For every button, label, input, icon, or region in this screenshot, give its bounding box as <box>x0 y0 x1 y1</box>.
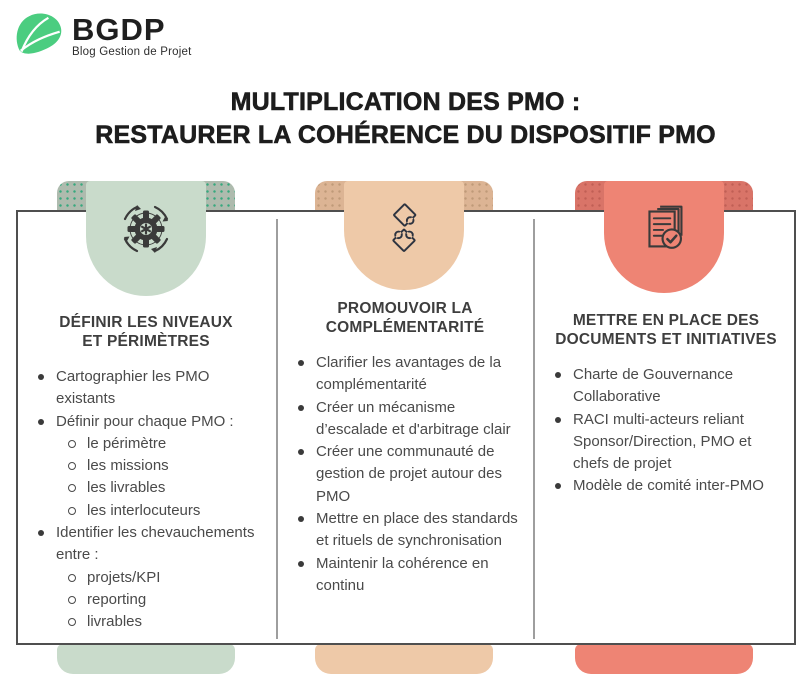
column-heading: METTRE EN PLACE DES DOCUMENTS ET INITIAT… <box>541 311 791 349</box>
logo-text: BGDP Blog Gestion de Projet <box>72 11 192 58</box>
column-promouvoir: PROMOUVOIR LA COMPLÉMENTARITÉ Clarifier … <box>284 299 526 597</box>
sub-list-item-text: les missions <box>87 457 169 475</box>
sub-list-item: les missions <box>24 455 268 477</box>
column-heading-line1: METTRE EN PLACE DES <box>572 312 760 329</box>
list-item: Définir pour chaque PMO : <box>24 411 268 433</box>
circle-bullet-icon <box>68 439 76 448</box>
sub-list-item-text: les interlocuteurs <box>87 501 201 519</box>
page-title-line1: MULTIPLICATION DES PMO : <box>230 88 581 117</box>
sub-list-item: les interlocuteurs <box>24 500 268 522</box>
bottom-tab-green <box>57 644 235 674</box>
list-item-text: Clarifier les avantages de la complément… <box>316 354 502 394</box>
bottom-tab-salmon <box>575 644 753 674</box>
list-item: RACI multi-acteurs reliant Sponsor/Direc… <box>541 409 791 476</box>
bullet-icon <box>298 560 304 567</box>
sub-list-item-text: projets/KPI <box>87 568 161 586</box>
puzzle-icon <box>392 203 417 252</box>
page-title: MULTIPLICATION DES PMO : RESTAURER LA CO… <box>0 86 811 152</box>
column-heading: DÉFINIR LES NIVEAUX ET PÉRIMÈTRES <box>24 313 268 351</box>
list-item-text: Créer une communauté de gestion de proje… <box>316 443 502 505</box>
ribbon-tab-salmon <box>604 181 724 293</box>
bullet-icon <box>298 360 304 366</box>
sub-list-item: projets/KPI <box>24 567 268 589</box>
list-item-text: Identifier les chevauchements entre : <box>56 524 255 564</box>
sub-list-item-text: le périmètre <box>87 434 167 452</box>
list-item: Clarifier les avantages de la complément… <box>284 352 526 397</box>
list-item: Maintenir la cohérence en continu <box>284 553 526 598</box>
column-list-container: Clarifier les avantages de la complément… <box>284 352 526 597</box>
column-divider-1 <box>276 219 278 639</box>
list-item: Identifier les chevauchements entre : <box>24 522 268 567</box>
column-divider-2 <box>533 219 535 639</box>
bullet-icon <box>298 449 304 456</box>
list-item: Modèle de comité inter-PMO <box>541 475 791 497</box>
column-heading-line2: ET PÉRIMÈTRES <box>82 333 210 350</box>
circle-bullet-icon <box>68 595 76 604</box>
logo: BGDP Blog Gestion de Projet <box>12 10 191 62</box>
sub-list-item-text: livrables <box>87 613 143 631</box>
page-title-line2: RESTAURER LA COHÉRENCE DU DISPOSITIF PMO <box>95 121 716 150</box>
column-definir: DÉFINIR LES NIVEAUX ET PÉRIMÈTRES Cartog… <box>24 313 268 634</box>
list-item: Charte de Gouvernance Collaborative <box>541 364 791 409</box>
column-heading: PROMOUVOIR LA COMPLÉMENTARITÉ <box>284 299 526 337</box>
sub-list-item-text: reporting <box>87 590 147 608</box>
bullet-icon <box>555 372 561 378</box>
column-heading-line1: DÉFINIR LES NIVEAUX <box>59 314 233 331</box>
circle-bullet-icon <box>68 506 76 515</box>
bullet-icon <box>38 530 44 537</box>
list-item: Mettre en place des standards et rituels… <box>284 508 526 553</box>
bullet-icon <box>555 483 561 490</box>
column-heading-line2: COMPLÉMENTARITÉ <box>325 319 485 336</box>
column-heading-line1: PROMOUVOIR LA <box>337 300 473 317</box>
list-item: Créer une communauté de gestion de proje… <box>284 441 526 508</box>
bullet-icon <box>298 404 304 411</box>
column-heading-line2: DOCUMENTS ET INITIATIVES <box>555 331 777 348</box>
list-item-text: Maintenir la cohérence en continu <box>316 554 489 594</box>
brand-name: BGDP <box>72 11 166 47</box>
bullet-icon <box>38 374 44 380</box>
list-item: Cartographier les PMO existants <box>24 366 268 411</box>
ribbon-tab-green <box>86 181 206 296</box>
list-item-text: RACI multi-acteurs reliant Sponsor/Direc… <box>573 410 752 473</box>
brand-tagline: Blog Gestion de Projet <box>72 45 192 58</box>
bullet-icon <box>298 516 304 523</box>
bullet-list: Clarifier les avantages de la complément… <box>284 352 526 597</box>
sub-list-item: les livrables <box>24 477 268 499</box>
circle-bullet-icon <box>68 484 76 493</box>
sub-list-item: livrables <box>24 611 268 633</box>
circle-bullet-icon <box>68 573 76 582</box>
list-item-text: Modèle de comité inter-PMO <box>573 477 764 495</box>
sub-list-item: reporting <box>24 589 268 611</box>
sub-list-item-text: les livrables <box>87 479 166 497</box>
gear-sync-icon <box>123 205 169 253</box>
list-item-text: Définir pour chaque PMO : <box>56 412 234 430</box>
list-item-text: Cartographier les PMO existants <box>56 368 210 408</box>
documents-check-icon <box>648 205 683 249</box>
bottom-tab-tan <box>315 644 493 674</box>
column-documents: METTRE EN PLACE DES DOCUMENTS ET INITIAT… <box>541 311 791 498</box>
circle-bullet-icon <box>68 462 76 471</box>
list-item-text: Mettre en place des standards et rituels… <box>316 510 518 550</box>
sub-list-item: le périmètre <box>24 433 268 455</box>
bullet-icon <box>555 416 561 423</box>
bullet-icon <box>38 418 44 425</box>
circle-bullet-icon <box>68 618 76 627</box>
list-item-text: Créer un mécanisme d’escalade et d'arbit… <box>316 398 511 438</box>
leaf-logo-icon <box>16 13 62 54</box>
ribbon-tab-tan <box>344 181 464 290</box>
list-item: Créer un mécanisme d’escalade et d'arbit… <box>284 397 526 442</box>
list-item-text: Charte de Gouvernance Collaborative <box>573 366 734 406</box>
